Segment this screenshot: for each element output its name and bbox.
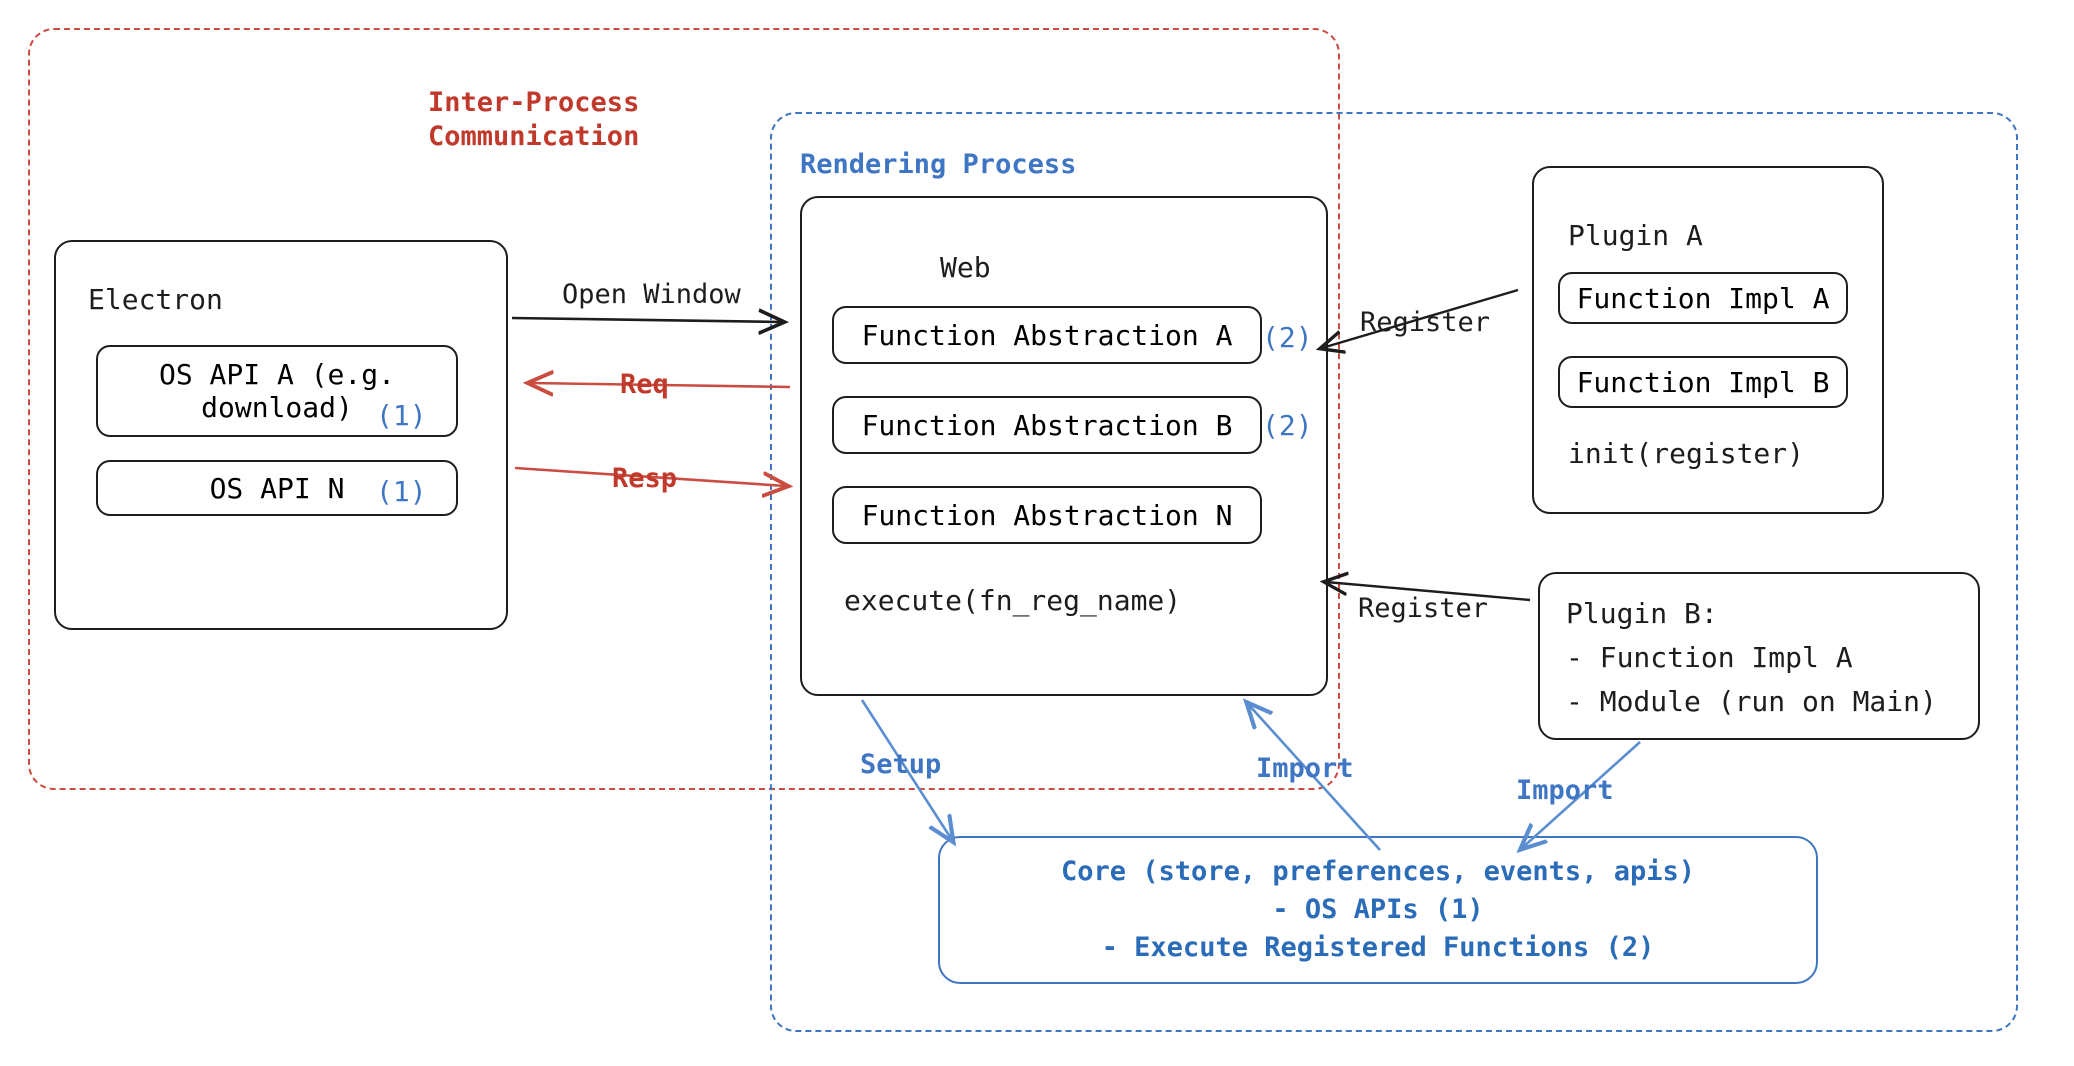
core-box[interactable]: Core (store, preferences, events, apis) …: [938, 836, 1818, 984]
function-abstraction-n-label: Function Abstraction N: [861, 498, 1233, 532]
plugin-a-impl-b-box[interactable]: Function Impl B: [1558, 356, 1848, 408]
plugin-a-init-label: init(register): [1568, 437, 1805, 470]
plugin-a-title: Plugin A: [1568, 219, 1703, 252]
core-line-2: - OS APIs (1): [1272, 893, 1484, 925]
rendering-process-boundary: [770, 112, 2018, 1032]
import-right-label: Import: [1516, 775, 1614, 806]
ipc-boundary: [28, 28, 1340, 790]
function-abstraction-n-box[interactable]: Function Abstraction N: [832, 486, 1262, 544]
register-top-label: Register: [1360, 307, 1491, 338]
resp-label: Resp: [612, 463, 678, 494]
plugin-a-box[interactable]: [1532, 166, 1884, 514]
function-abstraction-b-box[interactable]: Function Abstraction B: [832, 396, 1262, 454]
plugin-a-impl-a-label: Function Impl A: [1576, 281, 1830, 315]
function-abstraction-a-tag: (2): [1262, 321, 1313, 354]
plugin-a-impl-b-label: Function Impl B: [1576, 365, 1830, 399]
os-api-n-box[interactable]: OS API N: [96, 460, 458, 516]
plugin-b-line-1: - Function Impl A: [1566, 641, 1853, 674]
os-api-a-box[interactable]: OS API A (e.g. download): [96, 345, 458, 437]
function-abstraction-b-label: Function Abstraction B: [861, 408, 1233, 442]
os-api-n-label: OS API N: [209, 471, 345, 505]
req-label: Req: [620, 369, 669, 400]
ipc-title: Inter-Process Communication: [428, 87, 640, 152]
open-window-label: Open Window: [562, 279, 741, 310]
function-abstraction-b-tag: (2): [1262, 409, 1313, 442]
core-line-1: Core (store, preferences, events, apis): [1061, 855, 1695, 887]
plugin-a-impl-a-box[interactable]: Function Impl A: [1558, 272, 1848, 324]
web-title: Web: [940, 251, 991, 284]
import-left-label: Import: [1256, 753, 1354, 784]
rendering-process-title: Rendering Process: [800, 149, 1077, 180]
os-api-a-tag: (1): [376, 399, 427, 432]
plugin-b-title: Plugin B:: [1566, 597, 1718, 630]
os-api-a-label: OS API A (e.g. download): [158, 358, 395, 424]
plugin-b-box[interactable]: [1538, 572, 1980, 740]
register-bottom-label: Register: [1358, 593, 1489, 624]
function-abstraction-a-label: Function Abstraction A: [861, 318, 1233, 352]
electron-title: Electron: [88, 283, 223, 316]
plugin-b-line-2: - Module (run on Main): [1566, 685, 1937, 718]
setup-label: Setup: [860, 749, 942, 780]
execute-label: execute(fn_reg_name): [844, 584, 1182, 617]
core-line-3: - Execute Registered Functions (2): [1101, 932, 1655, 964]
os-api-n-tag: (1): [376, 475, 427, 508]
function-abstraction-a-box[interactable]: Function Abstraction A: [832, 306, 1262, 364]
